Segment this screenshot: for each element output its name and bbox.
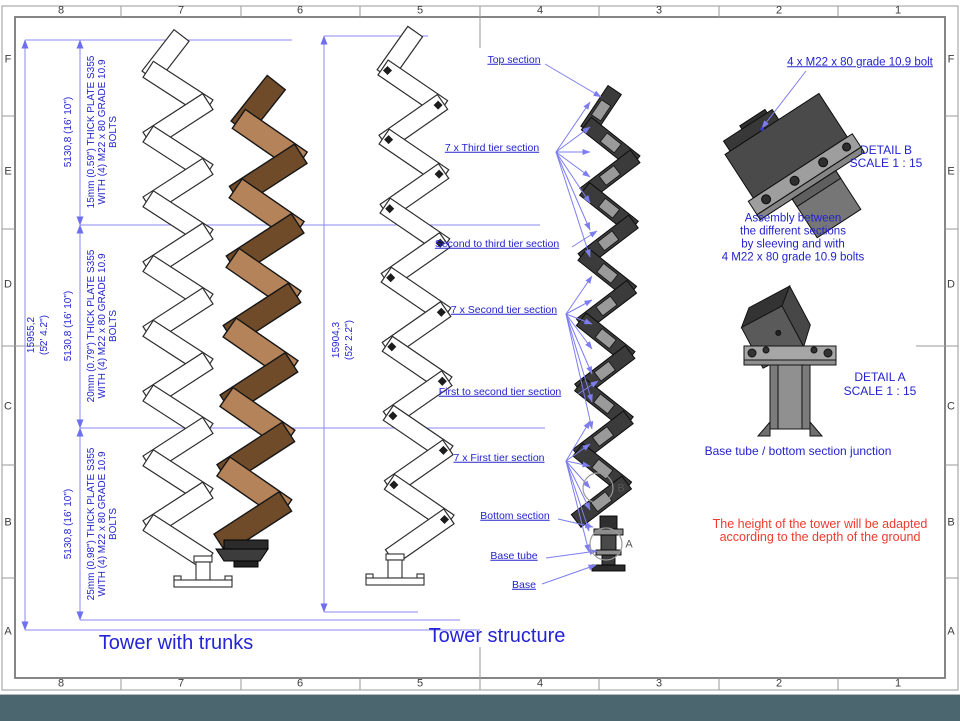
zone-col-label: 8 [57, 677, 65, 690]
zone-row-label: D [4, 278, 12, 291]
zone-col-label: 7 [177, 677, 185, 690]
callout-third-tier: 7 x Third tier section [444, 141, 540, 154]
callout-second-tier: 7 x Second tier section [450, 303, 558, 316]
detail-circles [582, 472, 623, 561]
assembly-note-line: Assembly between [744, 212, 842, 225]
trunk-tower-base [215, 539, 269, 568]
tower-structure-base-3d [591, 515, 626, 572]
tier1-plate-note: WITH (4) M22 x 80 GRADE 10.9 [97, 451, 108, 597]
zone-col-label: 6 [296, 4, 304, 17]
assembly-note-line: by sleeving and with [741, 238, 845, 251]
zone-row-label: F [947, 53, 955, 66]
detail-b-scale: SCALE 1 : 15 [849, 156, 923, 170]
first-tier-leaders [565, 420, 591, 553]
detail-b-title: DETAIL B [859, 143, 913, 157]
zone-row-label: E [4, 165, 12, 178]
detail-a-title: DETAIL A [854, 370, 906, 384]
title-tower-with-trunks: Tower with trunks [98, 632, 254, 654]
detail-b-view [722, 92, 865, 239]
tier1-plate-note: 25mm (0.98") THICK PLATE S355 [86, 447, 97, 601]
zone-col-label: 7 [177, 4, 185, 17]
callout-first-tier: 7 x First tier section [453, 451, 545, 464]
zone-row-label: A [947, 625, 955, 638]
leader-lines [541, 63, 807, 585]
zone-row-label: D [947, 278, 955, 291]
zone-row-label: B [947, 516, 955, 529]
height-warning-line: The height of the tower will be adapted [712, 516, 928, 531]
zone-col-label: 6 [296, 677, 304, 690]
assembly-note-line: the different sections [740, 225, 846, 238]
tier3-plate-note: BOLTS [108, 115, 119, 149]
zone-col-label: 3 [655, 677, 663, 690]
tower-structure-3d [570, 84, 641, 528]
zone-col-label: 5 [416, 677, 424, 690]
tower-mid-base [365, 553, 425, 586]
title-tower-structure: Tower structure [428, 625, 566, 647]
zone-col-label: 4 [536, 4, 544, 17]
app-status-bar [0, 694, 960, 721]
zone-row-label: C [4, 400, 12, 413]
callout-base-tube: Base tube [490, 549, 538, 562]
tower-structure-outline [376, 25, 455, 566]
zone-col-label: 4 [536, 677, 544, 690]
structure-height-dimension-imperial: (52' 2.2") [344, 320, 355, 360]
tier1-plate-note: BOLTS [108, 507, 119, 541]
tier2-length-dimension: 5130,8 (16' 10") [63, 290, 74, 362]
tier2-plate-note: WITH (4) M22 x 80 GRADE 10.9 [97, 253, 108, 399]
callout-base: Base [512, 578, 536, 591]
callout-bottom-section: Bottom section [480, 509, 550, 522]
tower-with-trunks-outline [141, 28, 214, 570]
overall-height-dimension: 15955,2 [26, 316, 37, 354]
tier3-length-dimension: 5130,8 (16' 10") [63, 96, 74, 168]
callout-first-to-second: First to second tier section [438, 385, 562, 398]
structure-height-dimension: 15904,3 [331, 321, 342, 359]
zone-col-label: 5 [416, 4, 424, 17]
detail-marker-b: B [617, 482, 625, 495]
callout-top-section: Top section [487, 53, 541, 66]
tier3-plate-note: 15mm (0.59") THICK PLATE S355 [86, 55, 97, 209]
junction-caption: Base tube / bottom section junction [704, 444, 892, 458]
zone-row-label: A [4, 625, 12, 638]
sheet-frame [1, 5, 959, 691]
second-tier-leaders [565, 275, 594, 430]
bolt-callout: 4 x M22 x 80 grade 10.9 bolt [787, 56, 933, 69]
detail-a-view [740, 284, 837, 437]
zone-col-label: 1 [894, 677, 902, 690]
zone-col-label: 2 [775, 677, 783, 690]
zone-col-label: 1 [894, 4, 902, 17]
dimension-lines [21, 35, 545, 631]
tier2-plate-note: 20mm (0.79") THICK PLATE S355 [86, 249, 97, 403]
tier3-plate-note: WITH (4) M22 x 80 GRADE 10.9 [97, 59, 108, 205]
zone-col-label: 3 [655, 4, 663, 17]
detail-a-scale: SCALE 1 : 15 [843, 384, 917, 398]
overall-height-dimension-imperial: (52' 4.2") [39, 315, 50, 355]
height-warning-line: according to the depth of the ground [719, 529, 921, 544]
callout-second-to-third: Second to third tier section [434, 237, 560, 250]
zone-row-label: C [947, 400, 955, 413]
tier2-plate-note: BOLTS [108, 309, 119, 343]
tier1-length-dimension: 5130,8 (16' 10") [63, 488, 74, 560]
detail-marker-a: A [625, 538, 633, 551]
tower-left-base [173, 555, 233, 588]
zone-row-label: E [947, 165, 955, 178]
zone-col-label: 8 [57, 4, 65, 17]
assembly-note-line: 4 M22 x 80 grade 10.9 bolts [721, 251, 865, 264]
trunk-tower [213, 74, 309, 555]
zone-row-label: B [4, 516, 12, 529]
zone-row-label: F [4, 53, 12, 66]
zone-col-label: 2 [775, 4, 783, 17]
